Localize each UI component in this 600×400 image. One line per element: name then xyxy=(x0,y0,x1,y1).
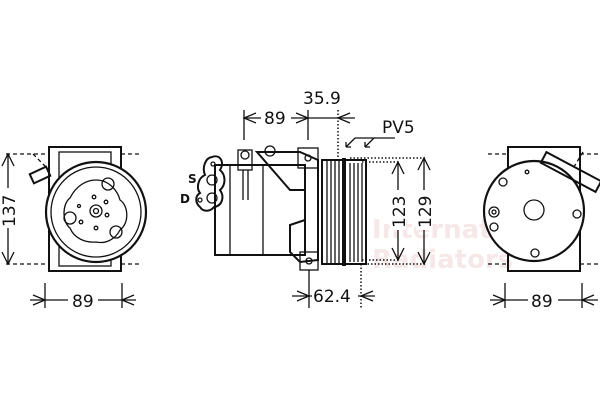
front-width-label-bg xyxy=(68,290,98,310)
rear-hole xyxy=(572,209,582,219)
arrow-up-icon xyxy=(417,156,431,171)
front-hub-hole xyxy=(103,199,109,205)
front-hub-plate xyxy=(63,179,128,244)
pulley-hub-band xyxy=(342,158,346,266)
arrow-left-icon xyxy=(359,290,374,302)
rear-hole xyxy=(530,248,540,258)
front-width-label: 89 xyxy=(72,292,94,312)
port-bolt xyxy=(210,161,216,167)
side-view: S D 89 35.9 PV5 xyxy=(180,89,436,308)
mount-to-pulley-label: 62.4 xyxy=(313,287,351,307)
side-top-fitting xyxy=(237,149,253,171)
front-view: 137 89 xyxy=(0,146,148,312)
front-hub-lobe xyxy=(63,211,77,225)
front-height-label: 137 xyxy=(0,195,20,227)
pulley-inner-label-bg xyxy=(390,190,406,230)
watermark-line2: Radiators xyxy=(372,245,513,275)
rear-housing xyxy=(482,159,586,263)
arrow-down-icon xyxy=(1,251,15,266)
front-pulley-inner xyxy=(50,166,142,258)
rear-fitting-center xyxy=(491,209,497,215)
pulley-outer-label-bg xyxy=(416,190,432,230)
belt-profile-label: PV5 xyxy=(382,118,415,138)
suction-port xyxy=(206,174,218,186)
arrow-right-icon xyxy=(492,294,507,306)
front-hub-lobe xyxy=(109,225,123,239)
rear-width-label: 89 xyxy=(531,292,553,312)
rear-hole xyxy=(489,222,499,232)
arrow-down-icon xyxy=(417,251,431,266)
arrow-left-icon xyxy=(120,294,135,306)
front-hub-bolt xyxy=(92,207,100,215)
discharge-port xyxy=(206,192,218,204)
side-mount-ear xyxy=(297,147,319,169)
rear-connector-guide xyxy=(571,151,584,171)
port-bolt xyxy=(197,197,203,203)
side-port-manifold xyxy=(195,155,226,212)
mount-to-pulley-label-bg xyxy=(312,286,358,306)
pulley-outer-label: 129 xyxy=(416,196,436,228)
rear-view: 89 xyxy=(482,146,600,312)
front-pulley xyxy=(44,160,148,264)
pulley-offset-label: 35.9 xyxy=(303,89,341,109)
rear-small-hole xyxy=(524,169,530,175)
rear-hole xyxy=(498,177,508,187)
front-hub-lobe xyxy=(101,177,115,191)
arrow-up-icon xyxy=(391,160,405,175)
front-connector xyxy=(28,165,52,185)
arrow-left-icon xyxy=(242,112,257,124)
leader-arrow-icon xyxy=(364,137,375,148)
front-hub-hole xyxy=(76,203,82,209)
front-hub-hole xyxy=(104,212,110,218)
discharge-port-label: D xyxy=(180,192,190,206)
side-body xyxy=(214,164,306,256)
arrow-down-icon xyxy=(391,247,405,262)
side-mount-hole xyxy=(305,257,313,265)
arrow-right-icon xyxy=(296,290,311,302)
pulley-inner-label: 123 xyxy=(390,196,410,228)
leader-arrow-icon xyxy=(345,137,356,148)
arrow-left-icon xyxy=(336,112,351,124)
arrow-up-icon xyxy=(1,152,15,167)
arrow-left-icon xyxy=(580,294,595,306)
front-height-label-bg xyxy=(0,188,16,228)
rear-fitting xyxy=(488,206,500,218)
rear-center-boss xyxy=(523,199,545,221)
front-connector-guide xyxy=(32,153,50,171)
front-hub-hole xyxy=(93,225,99,231)
front-hub-center xyxy=(89,204,103,218)
front-hub-hole xyxy=(91,194,97,200)
arrow-right-icon xyxy=(32,294,47,306)
side-mount-hole xyxy=(304,154,312,162)
side-top-fitting-hole xyxy=(240,150,250,160)
front-hub-hole xyxy=(78,219,84,225)
rear-width-label-bg xyxy=(528,290,558,310)
side-front-housing xyxy=(254,151,319,264)
side-pulley xyxy=(321,158,367,266)
side-body-label: 89 xyxy=(264,109,286,129)
suction-port-label: S xyxy=(188,172,197,186)
side-top-fitting-hole xyxy=(264,145,276,157)
side-body-label-bg xyxy=(261,108,291,128)
